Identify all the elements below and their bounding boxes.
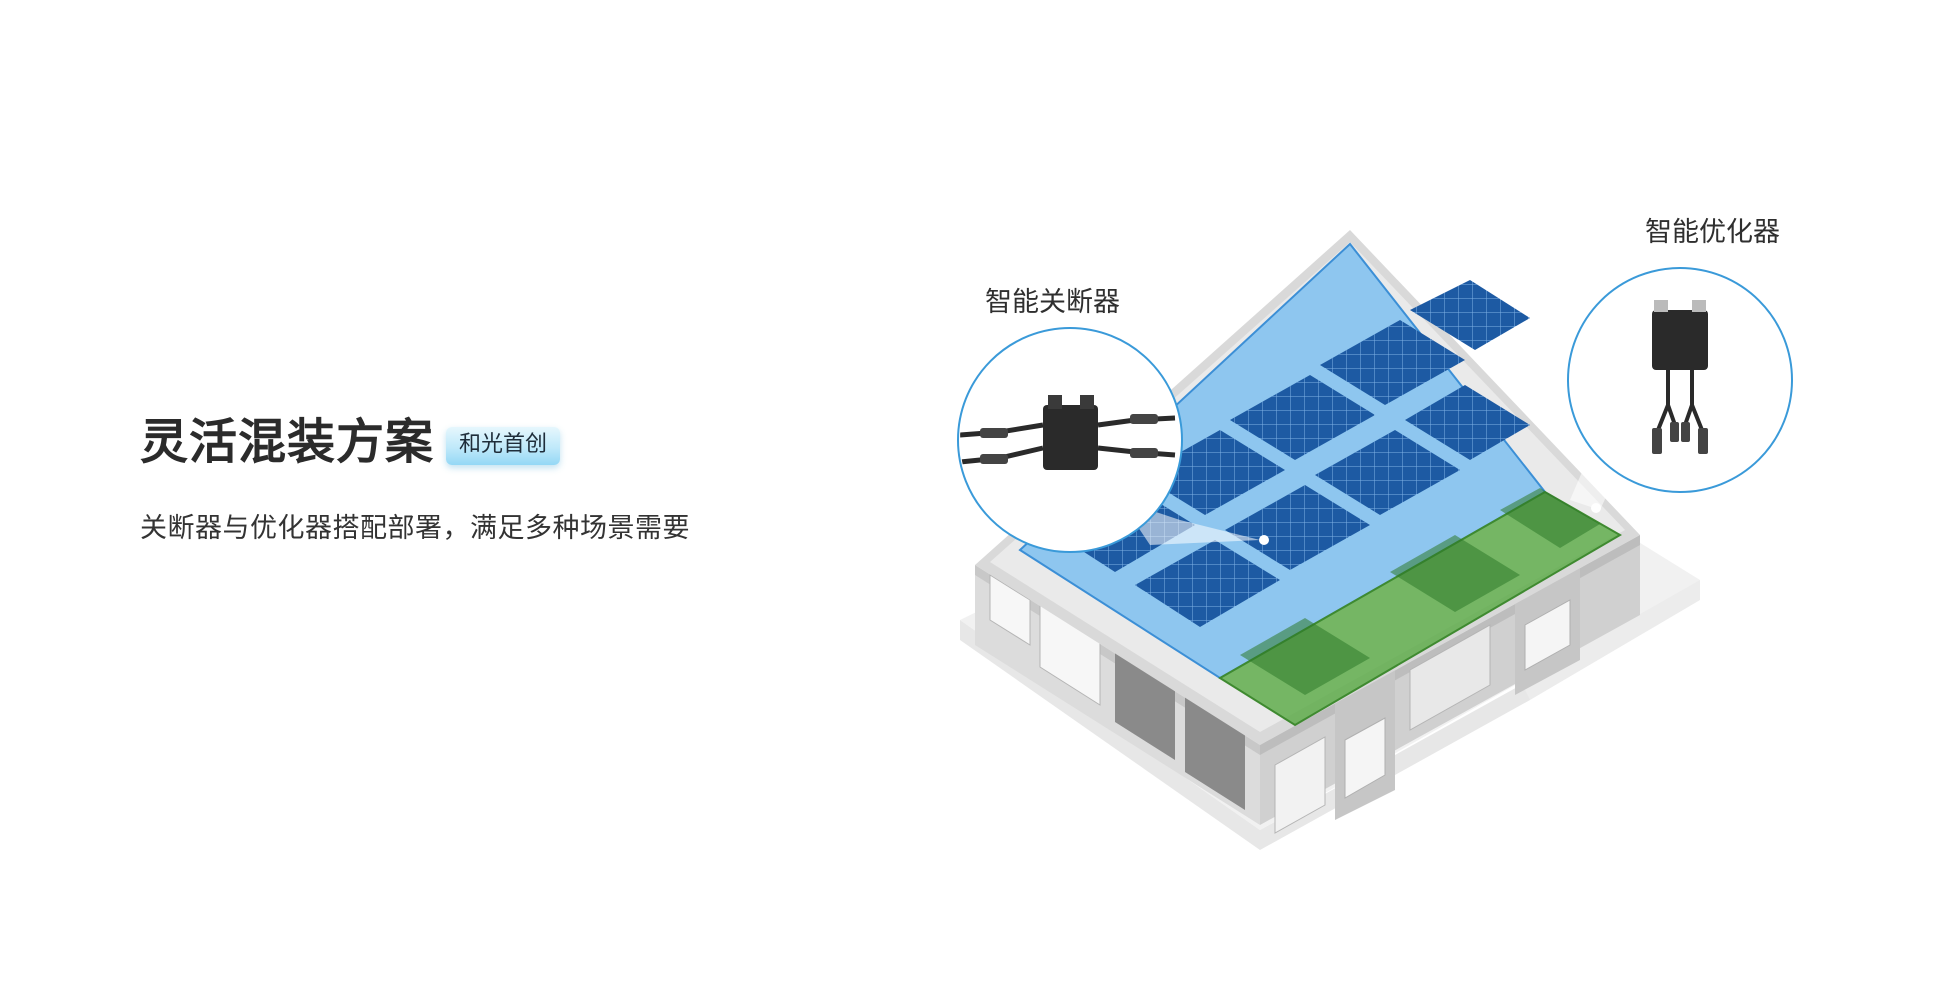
optimizer-device-label: 智能优化器 xyxy=(1645,217,1780,248)
shutdown-marker-dot xyxy=(1259,535,1269,545)
innovation-badge: 和光首创 xyxy=(446,427,561,465)
optimizer-marker-dot xyxy=(1591,503,1601,513)
shutdown-callout-beam xyxy=(1120,500,1260,545)
building-facade-right xyxy=(1260,535,1640,834)
building-facade-left xyxy=(975,565,1260,825)
page-subtitle: 关断器与优化器搭配部署，满足多种场景需要 xyxy=(140,513,690,544)
title-row: 灵活混装方案 和光首创 xyxy=(140,418,690,466)
optimizer-device-icon xyxy=(1652,300,1708,454)
optimizer-device-callout xyxy=(1567,267,1793,493)
page-title: 灵活混装方案 xyxy=(140,414,435,470)
shutdown-device-callout xyxy=(957,327,1183,553)
shutdown-device-icon xyxy=(960,395,1176,470)
hero-text: 灵活混装方案 和光首创 关断器与优化器搭配部署，满足多种场景需要 xyxy=(140,418,690,545)
rooftop-solar-illustration xyxy=(957,230,1793,850)
shutdown-device-label: 智能关断器 xyxy=(985,287,1120,318)
